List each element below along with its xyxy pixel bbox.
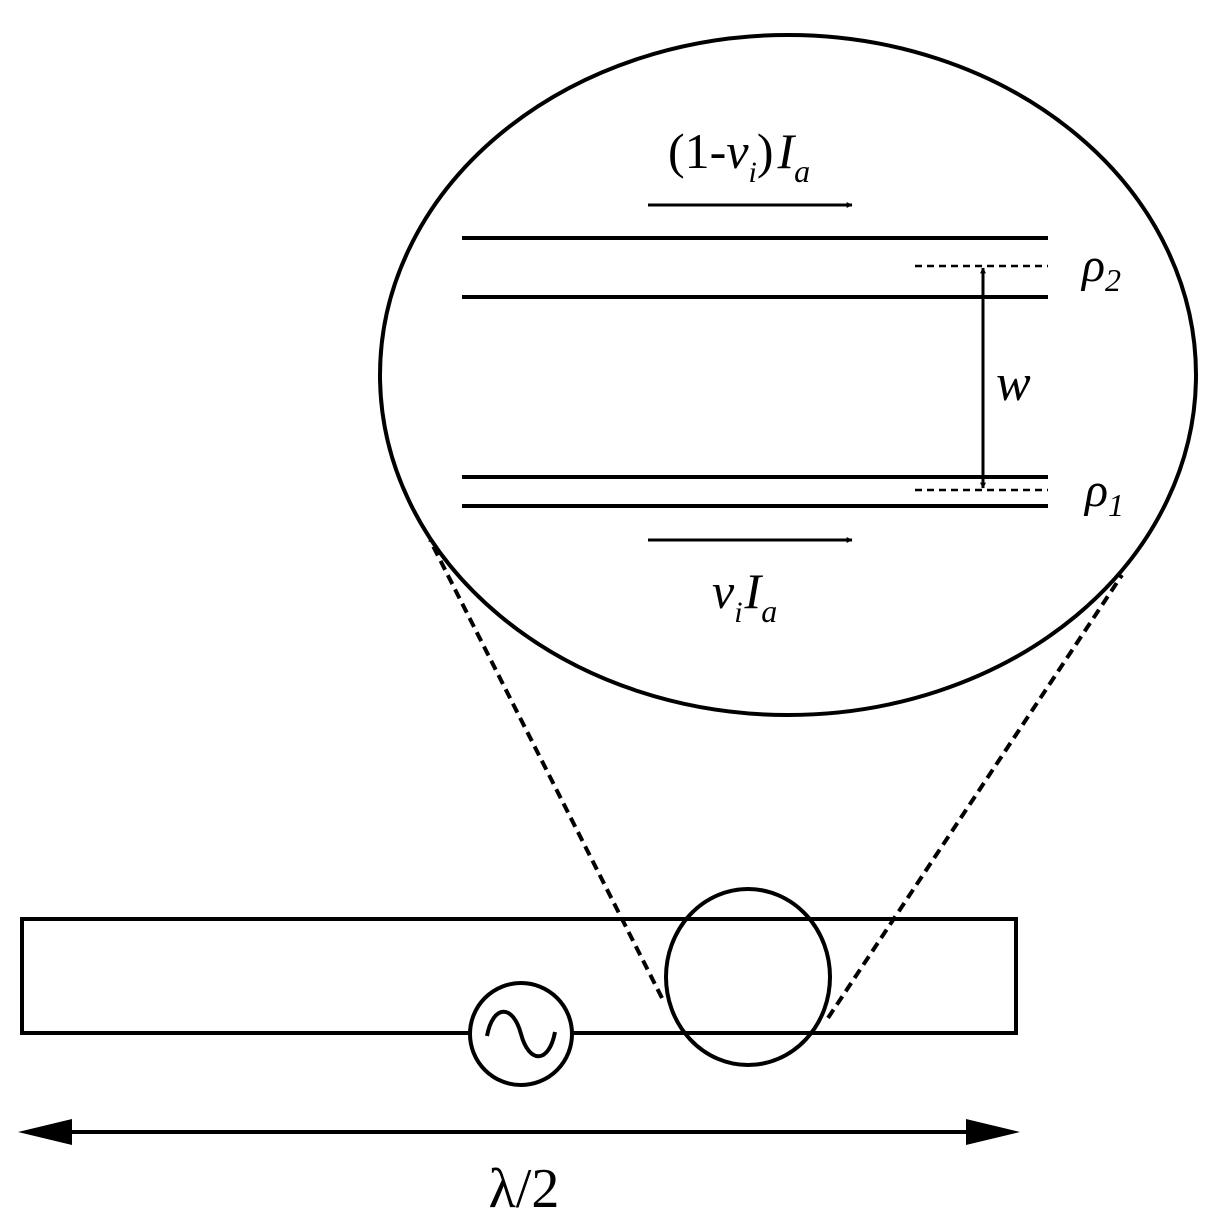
- zoom-projection-right: [826, 573, 1124, 1020]
- bottom-current-label: viIa: [712, 563, 777, 629]
- bottom-current-I: I: [744, 563, 764, 619]
- top-current-v-sub: i: [749, 156, 757, 189]
- bottom-current-v-sub: i: [734, 596, 742, 629]
- rho1-symbol: ρ: [1083, 464, 1108, 517]
- rho2-symbol: ρ: [1080, 239, 1105, 292]
- top-current-open: (1-: [668, 123, 726, 179]
- rho2-label: ρ2: [1080, 239, 1121, 298]
- lower-strip: [462, 475, 1048, 508]
- top-current-I-sub: a: [794, 153, 810, 189]
- length-label: λ/2: [489, 1158, 560, 1220]
- length-arrow-left-head: [18, 1119, 72, 1145]
- rho1-label: ρ1: [1083, 464, 1124, 523]
- sine-wave-icon: [485, 1009, 557, 1059]
- length-arrow-right-head: [966, 1119, 1020, 1145]
- width-label: w: [996, 355, 1031, 412]
- magnifier-circle: [664, 887, 832, 1067]
- ac-source-icon: [468, 981, 574, 1087]
- zoom-ellipse: [378, 33, 1198, 717]
- length-arrow: [18, 1119, 1020, 1145]
- top-current-I: I: [777, 123, 797, 179]
- bottom-current-I-sub: a: [761, 593, 777, 629]
- top-current-close: ): [757, 123, 774, 179]
- upper-strip: [462, 236, 1048, 299]
- rho2-sub: 2: [1105, 262, 1121, 298]
- top-current-label: (1-vi)Ia: [668, 123, 810, 189]
- top-current-v: v: [726, 123, 749, 179]
- bottom-current-v: v: [712, 563, 735, 619]
- zoom-projection-left: [428, 539, 664, 999]
- rho1-sub: 1: [1108, 487, 1124, 523]
